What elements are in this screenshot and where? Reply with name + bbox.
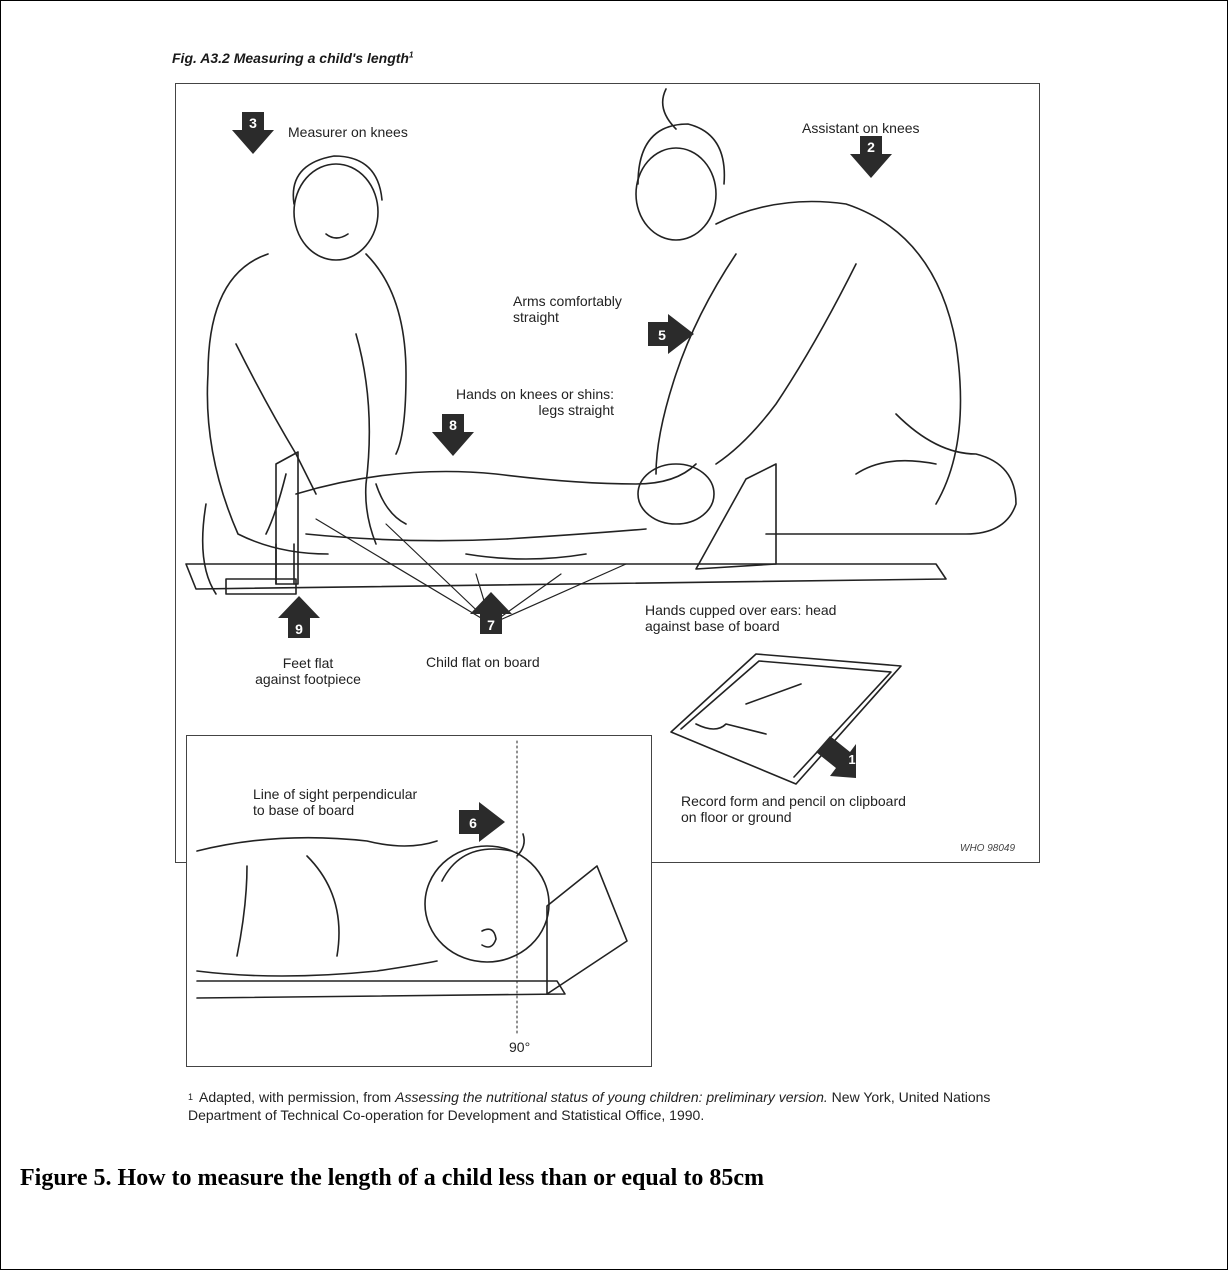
step-7-label: 7 — [487, 617, 495, 633]
footnote-mark: 1 — [188, 1092, 193, 1102]
figure-caption: Figure 5. How to measure the length of a… — [20, 1165, 764, 1192]
step-1-arrow: 1 — [816, 736, 856, 778]
label-record: Record form and pencil on clipboard on f… — [681, 793, 906, 825]
footnote-ref: 1 — [409, 50, 413, 59]
label-assistant: Assistant on knees — [802, 120, 920, 136]
figure-title: Measuring a child's length — [234, 50, 409, 66]
label-angle: 90° — [509, 1039, 530, 1055]
step-8-label: 8 — [449, 417, 457, 433]
step-7-arrow: 7 — [470, 592, 512, 634]
clipboard — [671, 654, 901, 784]
footnote-before: Adapted, with permission, from — [199, 1089, 395, 1105]
inset-illustration-panel: 6 Line of sight perpendicular to base of… — [186, 735, 652, 1067]
measuring-board — [186, 452, 946, 594]
figure-number: Fig. A3.2 — [172, 50, 230, 66]
step-6-arrow: 6 — [459, 802, 505, 842]
step-5-label: 5 — [658, 327, 666, 343]
label-line-of-sight: Line of sight perpendicular to base of b… — [253, 786, 417, 818]
label-child-flat: Child flat on board — [426, 654, 540, 670]
step-6-label: 6 — [469, 815, 477, 831]
label-hands-ears: Hands cupped over ears: head against bas… — [645, 602, 836, 634]
step-2-arrow: 2 — [850, 136, 892, 178]
step-9-label: 9 — [295, 621, 303, 637]
step-3-label: 3 — [249, 115, 257, 131]
child-head-closeup — [197, 834, 549, 976]
label-feet: Feet flat against footpiece — [248, 655, 368, 687]
measurer-figure — [203, 156, 406, 594]
label-arms: Arms comfortably straight — [513, 293, 622, 325]
footnote-source-title: Assessing the nutritional status of youn… — [395, 1089, 828, 1105]
step-8-arrow: 8 — [432, 414, 474, 456]
footnote: 1 Adapted, with permission, from Assessin… — [188, 1088, 1048, 1124]
figure-heading: Fig. A3.2 Measuring a child's length1 — [172, 50, 413, 66]
step-5-arrow: 5 — [648, 314, 694, 354]
label-hands-knees: Hands on knees or shins: legs straight — [436, 386, 614, 418]
step-2-label: 2 — [867, 139, 875, 155]
step-9-arrow: 9 — [278, 596, 320, 638]
reference-code: WHO 98049 — [960, 843, 1015, 854]
step-3-arrow: 3 — [232, 112, 274, 154]
step-1-label: 1 — [848, 752, 855, 767]
label-measurer: Measurer on knees — [288, 124, 408, 140]
headboard — [197, 866, 627, 998]
